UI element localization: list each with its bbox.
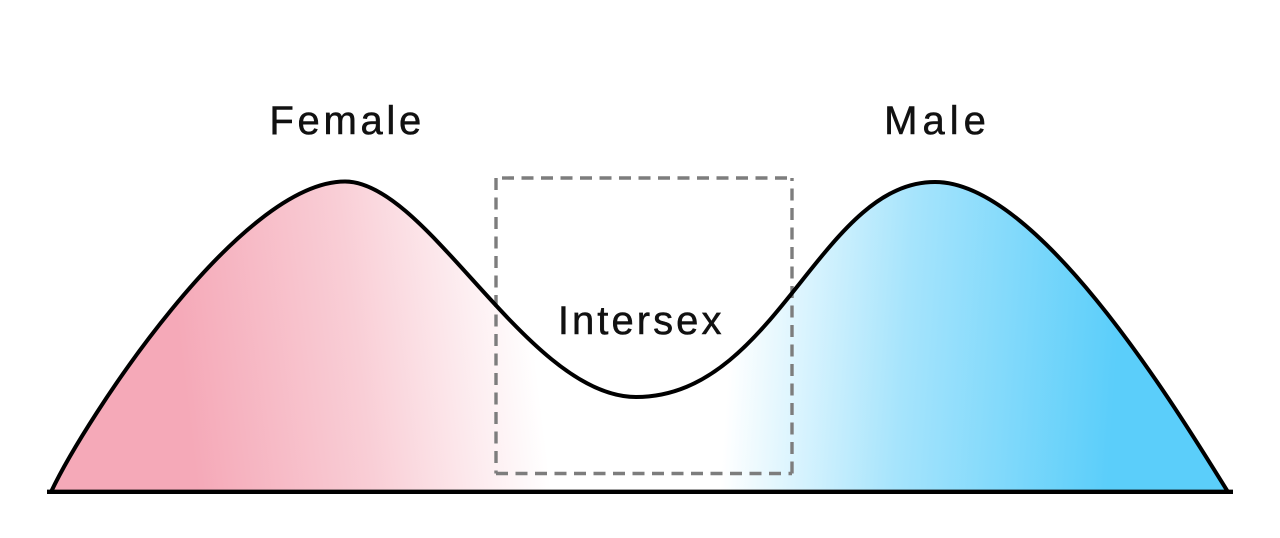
svg-text:Male: Male (884, 99, 991, 143)
svg-text:Intersex: Intersex (558, 299, 725, 343)
svg-text:Female: Female (269, 99, 425, 143)
